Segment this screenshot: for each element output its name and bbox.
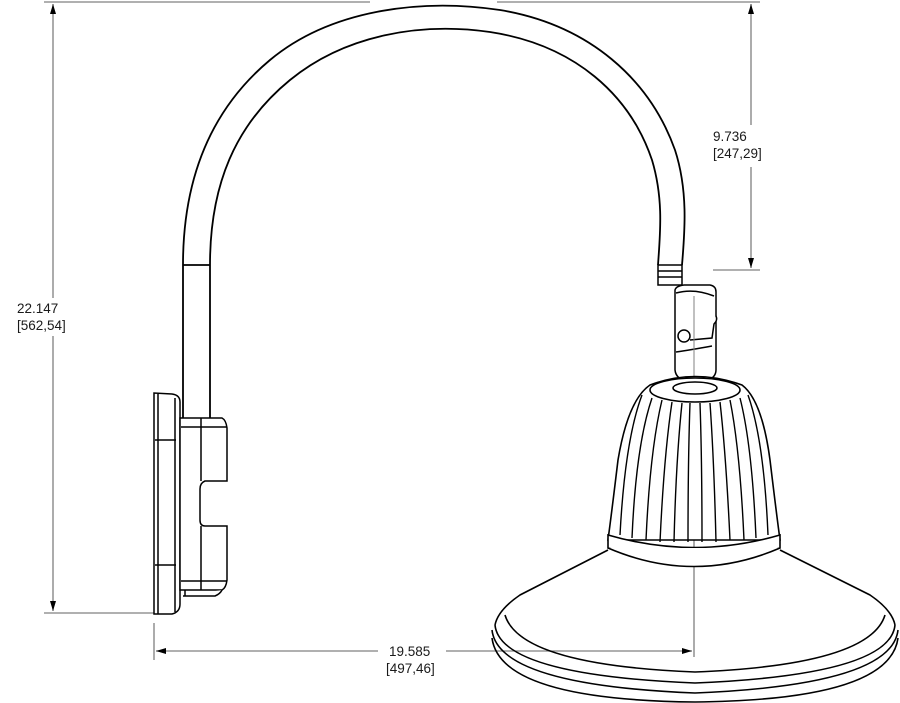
arm-drop-metric: [247,29] xyxy=(713,146,762,161)
heat-sink-housing xyxy=(607,375,781,568)
dimension-arm-drop: 9.736 [247,29] xyxy=(713,128,762,162)
wall-mount-plate xyxy=(153,392,228,615)
projection-metric: [497,46] xyxy=(386,661,435,676)
dimension-projection: 19.585 [497,46] xyxy=(386,643,435,677)
reflector-shade xyxy=(491,549,899,703)
arm-drop-imperial: 9.736 xyxy=(713,129,747,144)
projection-imperial: 19.585 xyxy=(389,644,431,659)
overall-height-metric: [562,54] xyxy=(17,318,66,333)
dimension-overall-height: 22.147 [562,54] xyxy=(17,300,66,334)
swivel-fitting xyxy=(657,264,718,383)
overall-height-imperial: 22.147 xyxy=(17,301,59,316)
gooseneck-arm xyxy=(182,4,686,420)
